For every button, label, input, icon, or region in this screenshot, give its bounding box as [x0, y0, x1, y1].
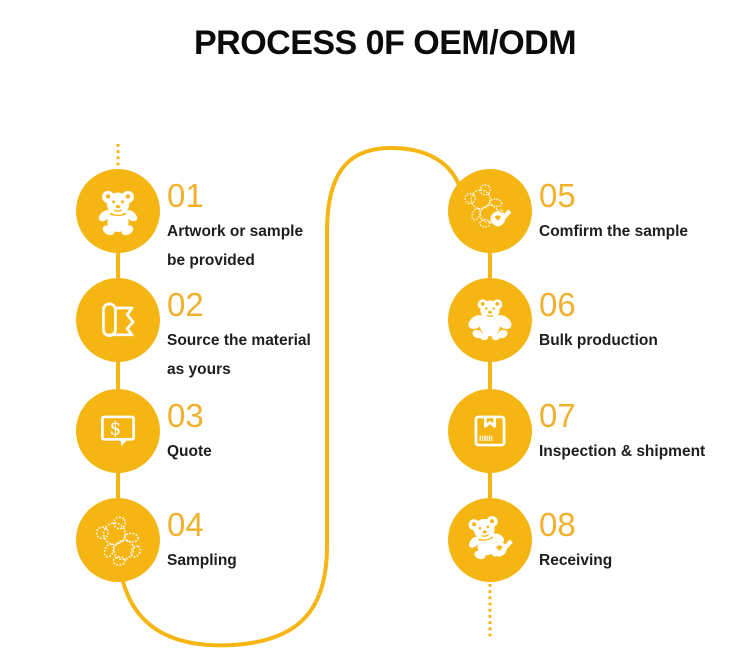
- step-08-circle: [448, 498, 532, 582]
- step-03-circle: $: [76, 389, 160, 473]
- price-quote-bubble-icon: $: [101, 415, 135, 447]
- step-03: $ 03 Quote: [76, 389, 376, 473]
- step-label: Receiving: [539, 552, 613, 569]
- step-number: 07: [539, 397, 576, 434]
- svg-text:$: $: [110, 419, 122, 440]
- step-label: Artwork or sample be provided: [167, 223, 304, 269]
- step-label: Comfirm the sample: [539, 223, 689, 240]
- step-label: Source the material as yours: [167, 332, 311, 378]
- step-05-circle: [448, 169, 532, 253]
- teddy-bear-icon: [95, 190, 141, 238]
- step-number: 03: [167, 397, 204, 434]
- bear-pile-icon: [468, 299, 512, 341]
- step-06: 06 Bulk production: [448, 278, 748, 362]
- step-07-circle: [448, 389, 532, 473]
- stitched-bear-check-icon: [458, 179, 515, 234]
- fabric-roll-icon: [102, 302, 135, 337]
- step-04: 04 Sampling: [76, 498, 376, 582]
- step-01: 01 Artwork or sample be provided: [76, 169, 376, 269]
- step-label: Sampling: [167, 552, 237, 569]
- step-number: 06: [539, 286, 576, 323]
- step-number: 02: [167, 286, 204, 323]
- step-08: 08 Receiving: [448, 498, 748, 582]
- step-number: 05: [539, 177, 576, 214]
- step-01-circle: [76, 169, 160, 253]
- stitched-bear-icon: [89, 511, 150, 573]
- bear-check-icon: [462, 513, 515, 564]
- step-label: Quote: [167, 443, 212, 460]
- step-05: 05 Comfirm the sample: [448, 169, 748, 253]
- step-label: Bulk production: [539, 332, 658, 349]
- step-06-circle: [448, 278, 532, 362]
- step-02-circle: [76, 278, 160, 362]
- page-title: PROCESS 0F OEM/ODM: [193, 24, 577, 62]
- package-box-icon: [474, 415, 506, 447]
- step-label: Inspection & shipment: [539, 443, 706, 460]
- step-number: 04: [167, 506, 204, 543]
- step-number: 08: [539, 506, 576, 543]
- step-07: 07 Inspection & shipment: [448, 389, 748, 473]
- step-number: 01: [167, 177, 204, 214]
- flow-curve: [116, 145, 464, 648]
- step-02: 02 Source the material as yours: [76, 278, 376, 378]
- step-04-circle: [76, 498, 160, 582]
